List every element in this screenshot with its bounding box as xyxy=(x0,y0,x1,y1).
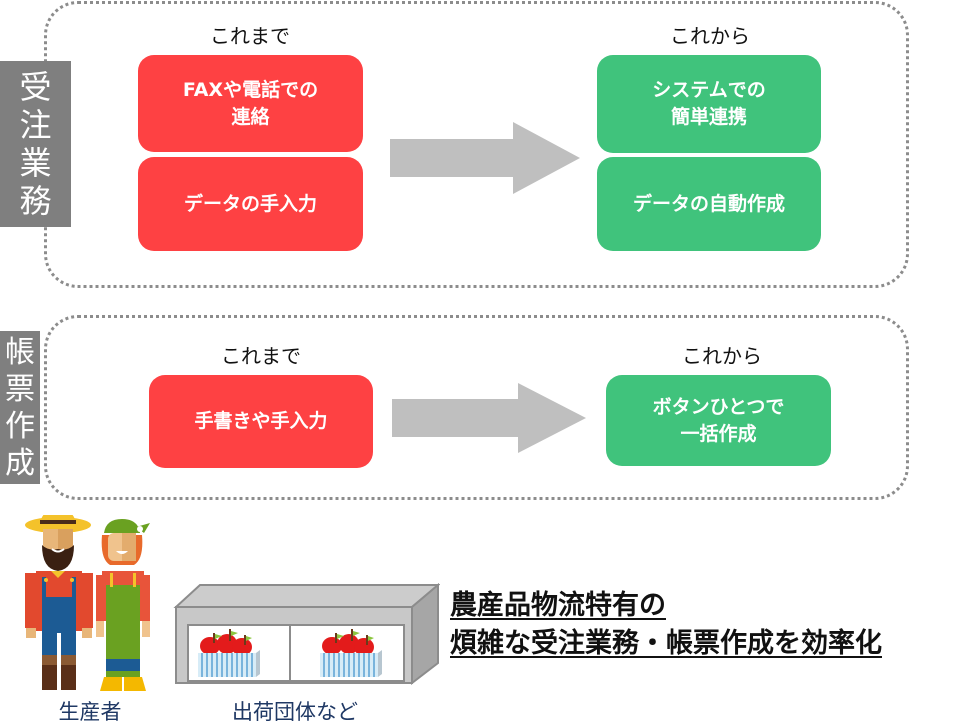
shipping-crate-illustration xyxy=(173,583,440,685)
before-heading: これまで xyxy=(221,344,301,368)
box-line: 簡単連携 xyxy=(670,106,747,128)
label-char: 注 xyxy=(19,106,52,144)
after-item-one-click: ボタンひとつで 一括作成 xyxy=(606,375,831,466)
form-creation-label: 帳 票 作 成 xyxy=(0,331,40,484)
form-creation-frame xyxy=(44,315,909,500)
right-arrow-icon xyxy=(390,122,580,194)
apple-box-icon xyxy=(320,629,382,677)
box-line: システムでの xyxy=(652,79,766,101)
box-line: 手書きや手入力 xyxy=(194,410,328,432)
label-char: 帳 xyxy=(5,334,35,370)
producers-caption: 生産者 xyxy=(58,700,122,724)
box-line: 連絡 xyxy=(231,105,270,128)
female-farmer-icon xyxy=(96,519,150,691)
box-line: 一括作成 xyxy=(680,422,757,445)
box-line: FAXや電話での xyxy=(182,78,319,101)
label-char: 作 xyxy=(5,408,35,444)
label-char: 業 xyxy=(19,144,52,182)
order-processing-label: 受 注 業 務 xyxy=(0,61,71,227)
farmers-illustration xyxy=(25,515,150,691)
box-line: データの手入力 xyxy=(183,192,317,215)
before-item-manual-entry: データの手入力 xyxy=(138,157,363,251)
label-char: 票 xyxy=(5,371,35,407)
male-farmer-icon xyxy=(25,515,93,690)
before-item-handwriting: 手書きや手入力 xyxy=(149,375,373,468)
shipper-caption: 出荷団体など xyxy=(232,700,358,724)
label-char: 務 xyxy=(19,182,52,220)
box-line: データの自動作成 xyxy=(632,192,785,215)
right-arrow-icon xyxy=(392,383,586,453)
before-item-fax-phone: FAXや電話での 連絡 xyxy=(138,55,363,152)
label-char: 成 xyxy=(5,445,35,481)
after-heading: これから xyxy=(670,24,750,48)
headline: 農産品物流特有の 煩雑な受注業務・帳票作成を効率化 xyxy=(450,587,954,663)
after-item-auto-create: データの自動作成 xyxy=(597,157,821,251)
box-line: ボタンひとつで xyxy=(652,395,785,418)
apple-box-icon xyxy=(198,629,260,677)
headline-line-2: 煩雑な受注業務・帳票作成を効率化 xyxy=(450,628,882,659)
after-item-system-link: システムでの 簡単連携 xyxy=(597,55,821,153)
after-heading: これから xyxy=(682,344,762,368)
label-char: 受 xyxy=(19,68,52,106)
before-heading: これまで xyxy=(210,24,290,48)
headline-line-1: 農産品物流特有の xyxy=(450,590,666,621)
